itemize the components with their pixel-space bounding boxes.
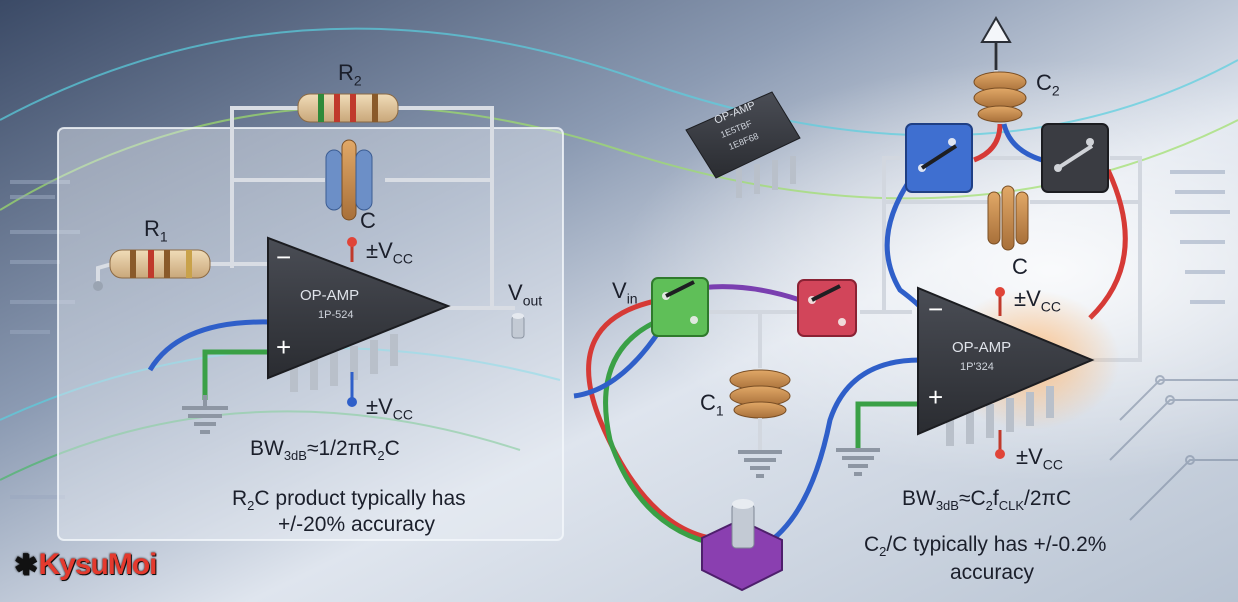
right-opamp-plus: + <box>928 382 943 412</box>
right-opamp-partnumber: 1P'324 <box>960 361 994 373</box>
right-vcc-bottom-pin <box>995 430 1005 459</box>
left-green-input-wire <box>202 349 270 400</box>
left-vcc-bottom-label: ±VCC <box>366 394 413 423</box>
right-vcc-top-pin <box>995 287 1005 316</box>
brand-name: KysuMoi <box>38 548 157 581</box>
right-opamp-minus: − <box>928 294 943 324</box>
left-vcc-top-pin <box>347 237 357 262</box>
right-accuracy-note-line1: C2/C typically has +/-0.2% <box>864 533 1107 560</box>
right-bandwidth-formula: BW3dB≈C2fCLK/2πC <box>902 487 1072 514</box>
r1-label: R1 <box>144 216 168 245</box>
c1-label: C1 <box>700 390 724 419</box>
left-bandwidth-formula: BW3dB≈1/2πR2C <box>250 437 400 464</box>
floating-opamp-chip: OP-AMP 1E5TBF 1E8F68 <box>685 91 801 198</box>
background-code <box>10 170 1230 499</box>
right-opamp-label: OP-AMP <box>952 339 1011 356</box>
left-accuracy-note-line1: R2C product typically has <box>232 487 466 514</box>
r1-resistor <box>93 249 211 291</box>
c2-label: C2 <box>1036 70 1060 99</box>
c1-ground-symbol <box>738 450 782 478</box>
c2-capacitor <box>973 71 1027 123</box>
vin-label: Vin <box>612 278 638 307</box>
c1-capacitor <box>729 369 791 450</box>
r2-label: R2 <box>338 60 362 89</box>
c-capacitor-left <box>325 139 373 221</box>
knob-module <box>701 499 783 592</box>
left-blue-input-wire <box>147 319 271 372</box>
right-opamp: OP-AMP 1P'324 − + <box>917 286 1120 446</box>
brand-logo: ✱KysuMoi <box>14 548 157 582</box>
left-opamp: OP-AMP 1P-524 − + <box>267 236 451 392</box>
supply-arrow-icon <box>980 16 1012 70</box>
top-right-switch <box>1041 123 1109 193</box>
top-left-switch <box>905 123 973 193</box>
c-capacitor-right <box>987 185 1029 251</box>
r2-resistor <box>297 93 399 123</box>
left-opamp-label: OP-AMP <box>300 287 359 304</box>
left-accuracy-note-line2: +/-20% accuracy <box>278 513 435 536</box>
right-vcc-top-label: ±VCC <box>1014 286 1061 315</box>
pcb-traces <box>1109 375 1238 521</box>
vin-switch <box>651 277 709 337</box>
left-opamp-partnumber: 1P-524 <box>318 309 353 321</box>
right-accuracy-note-line2: accuracy <box>950 561 1035 584</box>
right-ground-symbol <box>836 401 918 476</box>
left-ground-symbol <box>182 395 228 434</box>
left-vcc-top-label: ±VCC <box>366 238 413 267</box>
middle-switch <box>797 279 857 337</box>
left-feedback-wires <box>210 106 515 310</box>
left-opamp-minus: − <box>276 242 291 272</box>
left-vcc-bottom-pin <box>347 372 357 407</box>
left-opamp-plus: + <box>276 332 291 362</box>
vout-label: Vout <box>508 280 543 309</box>
vout-post <box>511 313 525 339</box>
c-label-left: C <box>360 208 376 233</box>
c-label-right: C <box>1012 254 1028 279</box>
right-vcc-bottom-label: ±VCC <box>1016 444 1063 473</box>
brand-star-icon: ✱ <box>14 549 37 580</box>
